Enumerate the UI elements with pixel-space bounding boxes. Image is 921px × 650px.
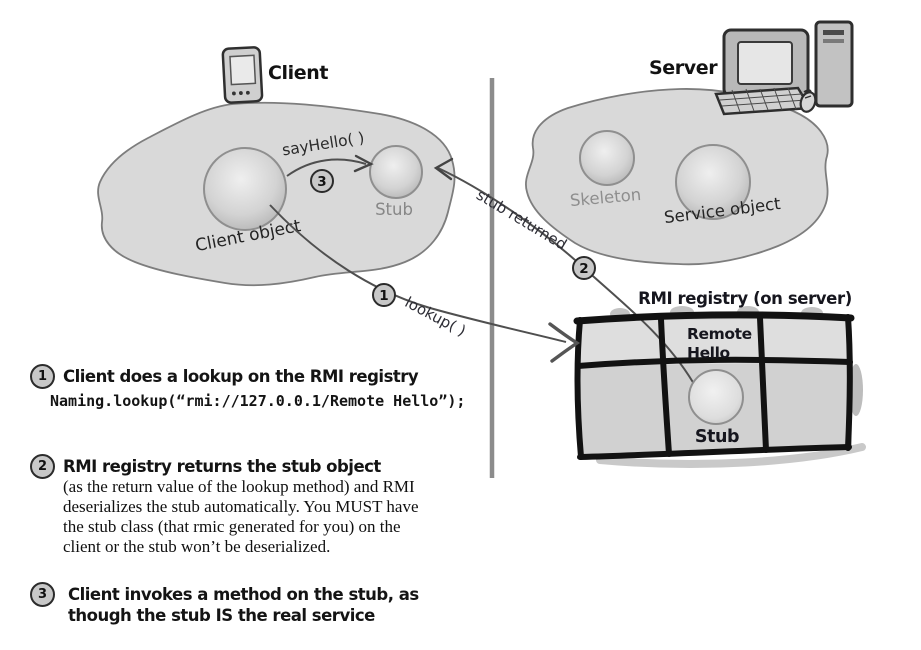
client-stub-circle [369,145,423,199]
registry-entry-line2: Hello [687,344,730,362]
badge-sayhello: 3 [310,169,334,193]
stub-returned-arrowhead-icon [433,157,454,181]
registry-shadow [596,443,866,468]
registry-stub-label: Stub [695,427,739,447]
pda-icon [221,46,264,104]
badge-sayhello-num: 3 [317,174,326,190]
registry-entry-line1: Remote [687,325,752,343]
sayhello-arrowhead-icon [353,154,374,173]
step-1-code: Naming.lookup(“rmi://127.0.0.1/Remote He… [50,392,466,410]
client-object-circle [203,147,287,231]
step-1-heading: Client does a lookup on the RMI registry [63,367,419,386]
lookup-arrow [269,204,567,343]
client-title: Client [268,62,328,84]
step-3-badge: 3 [30,582,55,607]
badge-stub-returned-num: 2 [579,261,588,277]
step-2-body-line: client or the stub won’t be deserialized… [63,537,331,556]
step-2-badge: 2 [30,454,55,479]
registry-borders [573,311,855,460]
registry-stub-circle [688,369,744,425]
desktop-computer-icon [714,20,854,116]
step-3-heading-line1: Client invokes a method on the stub, as [68,585,419,604]
step-1: 1 Client does a lookup on the RMI regist… [30,364,466,410]
server-title: Server [649,57,718,79]
step-1-badge: 1 [30,364,55,389]
lookup-arrowhead-icon [548,322,581,363]
step-2-body-line: the stub class (that rmic generated for … [63,517,401,536]
step-2-heading: RMI registry returns the stub object [63,457,381,476]
sayhello-arrow [286,158,367,177]
badge-lookup-num: 1 [379,288,388,304]
step-3-heading-line2: though the stub IS the real service [68,606,375,625]
badge-stub-returned: 2 [572,256,596,280]
step-2-body-line: (as the return value of the lookup metho… [63,477,415,496]
client-stub-label: Stub [375,200,413,219]
step-3: 3 Client invokes a method on the stub, a… [30,582,419,626]
step-2: 2 RMI registry returns the stub object (… [30,454,419,557]
registry-title: RMI registry (on server) [638,289,852,308]
skeleton-circle [579,130,635,186]
badge-lookup: 1 [372,283,396,307]
step-2-body-line: deserializes the stub automatically. You… [63,497,419,516]
service-object-circle [675,144,751,220]
registry-header-row [580,318,849,366]
